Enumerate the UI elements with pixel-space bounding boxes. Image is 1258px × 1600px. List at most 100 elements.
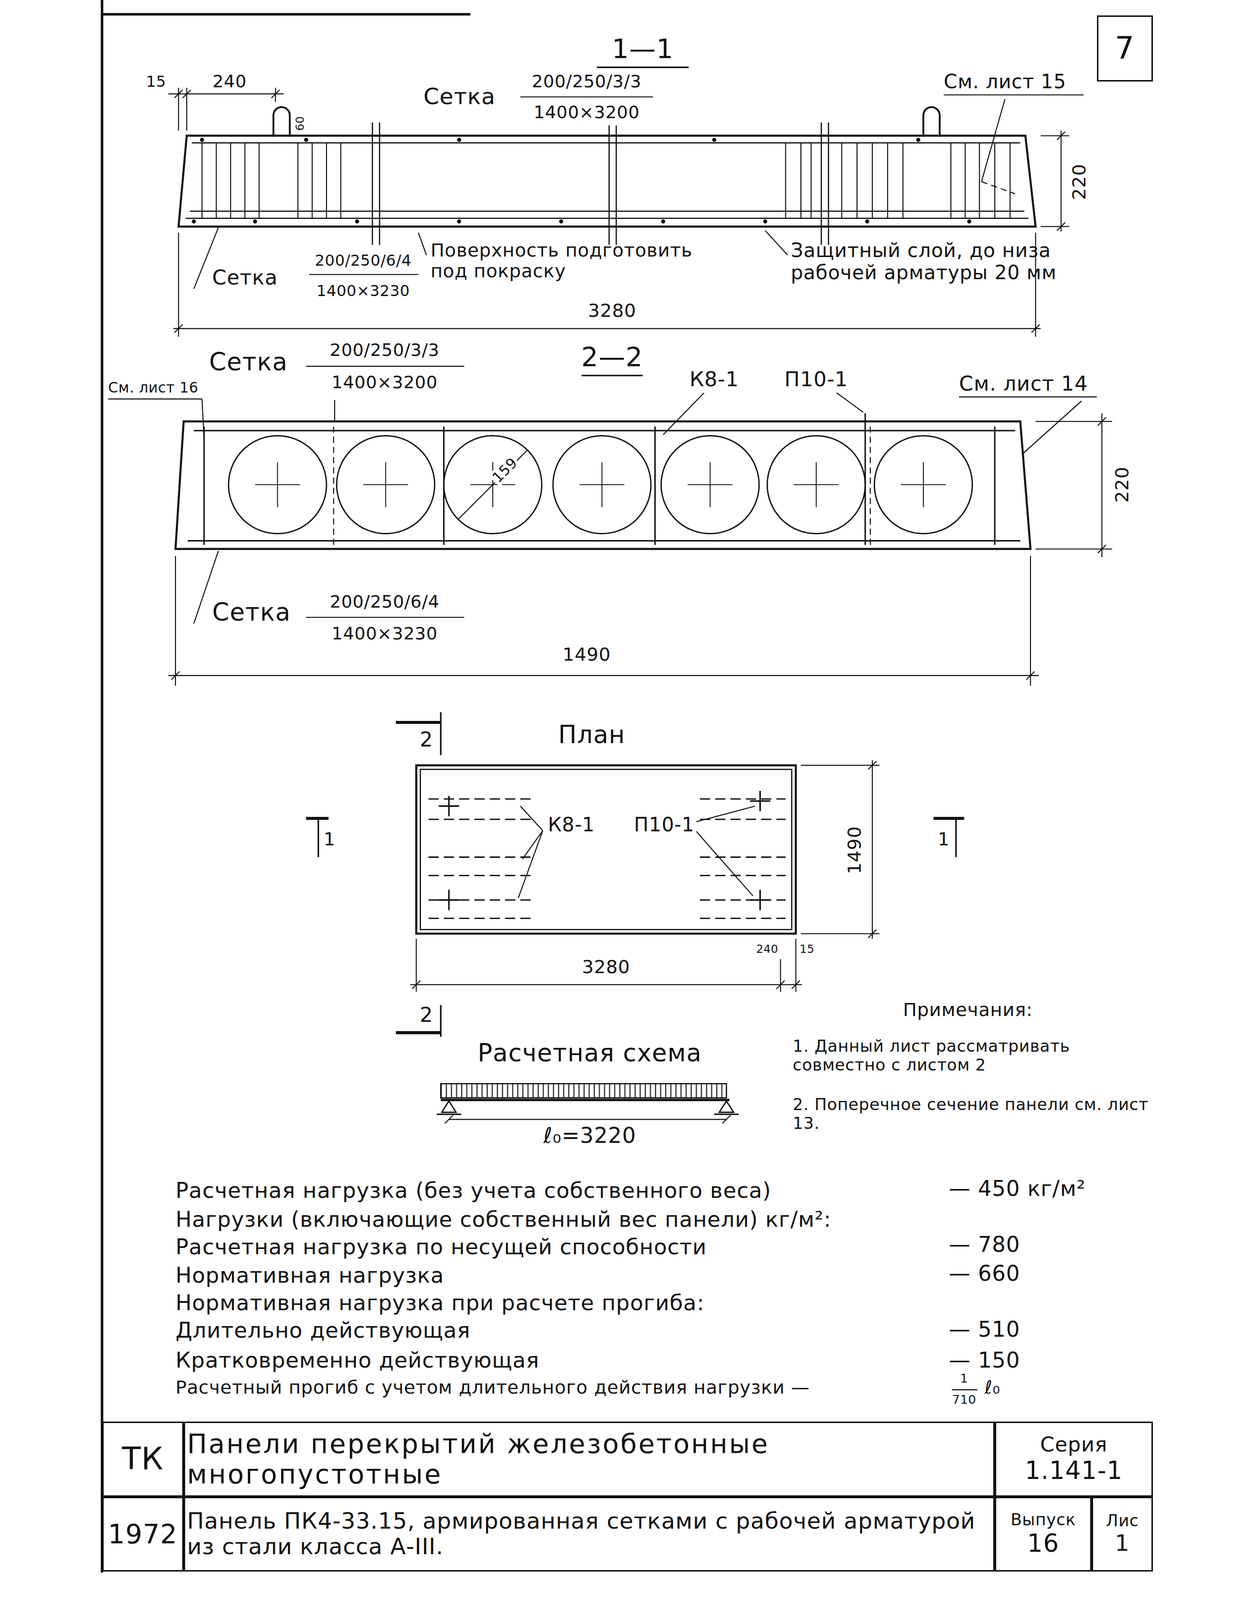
mesh-mark: 200/250/6/4 bbox=[329, 592, 440, 612]
mesh-size: 1400×3200 bbox=[331, 372, 438, 393]
cell-text: 7 bbox=[1114, 30, 1136, 67]
cell-text: 16 bbox=[1027, 1529, 1060, 1558]
dimension-line bbox=[1040, 130, 1069, 232]
load-text: Нормативная нагрузка bbox=[175, 1262, 445, 1288]
dimension-text: 220 bbox=[1068, 163, 1091, 200]
cell-text: Серия bbox=[1040, 1433, 1108, 1457]
leader-line bbox=[518, 806, 756, 898]
load-text: Длительно действующая bbox=[175, 1318, 471, 1343]
section-title: 1—1 bbox=[611, 33, 674, 65]
rib-frame bbox=[203, 413, 995, 545]
sheet-reference: См. лист 15 bbox=[943, 70, 1067, 93]
sheet-reference: См. лист 14 bbox=[959, 371, 1088, 396]
note-text: 2. Поперечное сечение панели см. лист 13… bbox=[792, 1095, 1150, 1134]
load-text: Расчетный прогиб с учетом длительного де… bbox=[175, 1377, 810, 1399]
section-title: 2—2 bbox=[581, 341, 643, 373]
dimension-line bbox=[168, 87, 284, 131]
mesh-mark: 200/250/3/3 bbox=[531, 71, 642, 92]
dimension-line bbox=[168, 555, 1039, 686]
panel-outline bbox=[178, 135, 1036, 227]
span-symbol: ℓ₀ bbox=[984, 1377, 1001, 1399]
issue-cell: Выпуск16 bbox=[994, 1496, 1092, 1571]
stirrup-line bbox=[202, 142, 1011, 219]
part-callout: К8-1 bbox=[689, 367, 740, 392]
plan-outline bbox=[416, 765, 796, 934]
cell-text: ТК bbox=[121, 1441, 164, 1477]
load-text: Расчетная нагрузка (без учета собственно… bbox=[175, 1178, 772, 1204]
series-cell: Серия1.141-1 bbox=[994, 1421, 1153, 1498]
support-symbol bbox=[436, 1100, 739, 1115]
section-underline bbox=[596, 66, 689, 68]
mesh-label: Сетка bbox=[212, 597, 291, 626]
dimension-text: 1490 bbox=[562, 644, 611, 666]
view-title: План bbox=[558, 720, 626, 749]
cell-text: 1972 bbox=[108, 1518, 178, 1550]
fraction-line bbox=[306, 366, 465, 618]
reference-leader bbox=[943, 94, 1084, 182]
dimension-text: 240 bbox=[212, 71, 247, 92]
center-cross bbox=[255, 462, 947, 508]
section-underline bbox=[581, 374, 643, 377]
rebar-dot bbox=[191, 137, 972, 224]
cell-text: 1 bbox=[1114, 1530, 1130, 1557]
cell-text: Панели перекрытий железобетонные многопу… bbox=[187, 1428, 992, 1490]
part-callout: П10-1 bbox=[784, 367, 849, 392]
load-value: — 780 bbox=[948, 1232, 1021, 1258]
section-mark-number: 2 bbox=[419, 1003, 434, 1028]
view-title: Расчетная схема bbox=[477, 1038, 702, 1067]
plan-outline bbox=[420, 769, 792, 930]
title-cell: Панель ПК4-33.15, армированная сетками с… bbox=[183, 1496, 995, 1571]
sheet-number-box: 7 bbox=[1096, 15, 1153, 82]
span-dimension: ℓ₀=3220 bbox=[543, 1123, 637, 1149]
dimension-text: 159 bbox=[488, 453, 522, 487]
load-text: Расчетная нагрузка по несущей способност… bbox=[175, 1234, 707, 1259]
dimension-text: 220 bbox=[1111, 466, 1134, 503]
mesh-label: Сетка bbox=[209, 348, 288, 377]
rebar-line bbox=[185, 142, 1029, 219]
distributed-load bbox=[440, 1083, 727, 1098]
dimension-text: 15 bbox=[799, 942, 815, 956]
mesh-line bbox=[187, 430, 1021, 542]
load-value: — 150 bbox=[948, 1347, 1021, 1373]
note-text: Поверхность подготовить под покраску bbox=[430, 240, 727, 283]
diameter-line bbox=[458, 449, 528, 520]
part-callout: К8-1 bbox=[545, 813, 597, 836]
mesh-size: 1400×3230 bbox=[316, 282, 410, 300]
loop-mark bbox=[438, 790, 771, 911]
sheet-cell: Лис1 bbox=[1091, 1496, 1153, 1571]
load-value: — 660 bbox=[948, 1260, 1021, 1286]
dimension-line bbox=[1035, 413, 1113, 557]
section-mark bbox=[318, 712, 956, 1037]
dimension-line bbox=[445, 1115, 731, 1124]
load-text: Нормативная нагрузка при расчете прогиба… bbox=[175, 1290, 705, 1316]
section-mark-number: 2 bbox=[419, 728, 434, 752]
notes-heading: Примечания: bbox=[903, 999, 1033, 1021]
plan-view bbox=[306, 712, 965, 1037]
dimension-text: 15 bbox=[146, 72, 167, 91]
note-text: 1. Данный лист рассматривать совместно с… bbox=[792, 1037, 1150, 1075]
frame-position bbox=[428, 798, 786, 919]
section-2-2 bbox=[108, 366, 1112, 686]
panel-outline bbox=[175, 421, 1031, 550]
section-mark-number: 1 bbox=[323, 829, 336, 851]
section-1-1 bbox=[168, 67, 1084, 338]
leader-line bbox=[193, 227, 788, 289]
mesh-mark: 200/250/3/3 bbox=[329, 339, 440, 360]
dimension-line bbox=[800, 759, 880, 939]
cell-text: 1.141-1 bbox=[1025, 1456, 1123, 1485]
mesh-label: Сетка bbox=[423, 83, 496, 110]
mesh-size: 1400×3200 bbox=[533, 102, 640, 122]
dimension-text: 60 bbox=[293, 116, 307, 132]
part-callout: П10-1 bbox=[632, 813, 697, 836]
note-text: Защитный слой, до низа рабочей арматуры … bbox=[790, 238, 1118, 284]
load-value: — 510 bbox=[948, 1317, 1021, 1342]
void-circle bbox=[443, 435, 542, 534]
fraction-number: 1 bbox=[960, 1371, 969, 1386]
dimension-text: 1490 bbox=[844, 825, 866, 875]
dimension-text: 240 bbox=[756, 942, 779, 956]
cut-line bbox=[372, 122, 829, 245]
title-cell: ТК bbox=[102, 1421, 184, 1498]
load-text: Кратковременно действующая bbox=[175, 1347, 540, 1373]
load-value: — 450 кг/м² bbox=[948, 1176, 1086, 1202]
